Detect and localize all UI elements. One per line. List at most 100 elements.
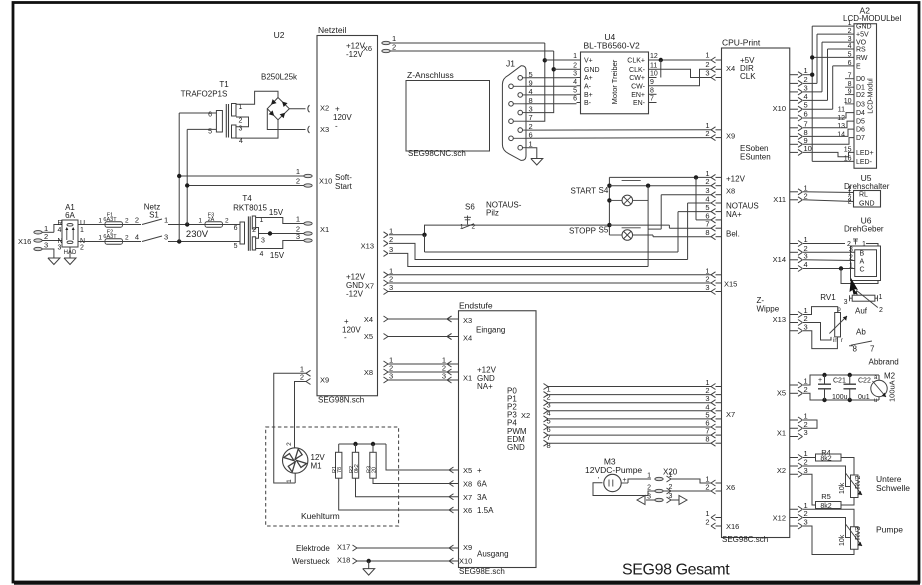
svg-text:D2: D2 (856, 92, 865, 99)
svg-text:4: 4 (705, 195, 709, 204)
svg-text:D1: D1 (856, 85, 865, 92)
svg-text:U2: U2 (274, 30, 285, 40)
svg-text:S5: S5 (599, 226, 609, 235)
svg-text:SEG98C.sch: SEG98C.sch (722, 535, 768, 544)
svg-text:8: 8 (804, 128, 808, 137)
svg-text:X4: X4 (364, 315, 373, 324)
svg-text:2: 2 (239, 118, 243, 125)
svg-text:2: 2 (44, 232, 48, 241)
svg-text:1: 1 (862, 241, 866, 248)
svg-text:4: 4 (135, 233, 139, 242)
svg-text:V+: V+ (584, 58, 593, 65)
svg-text:1: 1 (804, 66, 808, 75)
svg-text:3: 3 (804, 251, 808, 260)
svg-text:2: 2 (879, 307, 883, 314)
svg-text:X8: X8 (463, 480, 472, 489)
svg-text:1: 1 (804, 306, 808, 315)
svg-text:RV2: RV2 (855, 475, 862, 489)
svg-text:Soft-: Soft- (335, 173, 352, 182)
svg-text:VO: VO (856, 40, 867, 47)
svg-text:8k2: 8k2 (820, 503, 831, 510)
svg-text:5: 5 (547, 417, 551, 426)
svg-text:15V: 15V (269, 208, 284, 217)
svg-text:-: - (335, 122, 338, 131)
svg-text:-12V: -12V (346, 290, 364, 299)
svg-text:15V: 15V (270, 251, 285, 260)
svg-text:R3: R3 (367, 466, 373, 473)
svg-text:X15: X15 (724, 280, 737, 289)
svg-text:+5V: +5V (856, 32, 869, 39)
svg-text:6A3T: 6A3T (103, 217, 117, 223)
svg-text:X13: X13 (773, 315, 786, 324)
svg-text:': ' (598, 477, 599, 484)
svg-text:SEG98E.sch: SEG98E.sch (459, 567, 505, 576)
svg-text:P2: P2 (507, 403, 517, 412)
svg-text:X13: X13 (361, 242, 374, 251)
svg-text:3: 3 (848, 36, 852, 43)
svg-text:3: 3 (705, 283, 709, 292)
svg-text:2: 2 (472, 224, 476, 231)
svg-text:-: - (344, 333, 347, 342)
svg-text:S6: S6 (465, 203, 475, 212)
svg-text:5: 5 (705, 410, 709, 419)
svg-text:3: 3 (442, 372, 446, 381)
svg-text:2: 2 (529, 122, 533, 131)
svg-text:C22: C22 (858, 378, 871, 385)
svg-text:X10: X10 (319, 177, 332, 186)
svg-text:CW-: CW- (631, 83, 646, 90)
svg-text:M1: M1 (311, 462, 323, 471)
svg-text:6A: 6A (65, 211, 75, 220)
svg-text:S1: S1 (149, 211, 159, 220)
svg-text:DrehGeber: DrehGeber (844, 225, 884, 234)
svg-text:u: u (874, 398, 877, 404)
svg-text:X4: X4 (726, 64, 735, 73)
svg-text:11: 11 (650, 62, 657, 69)
svg-text:6: 6 (234, 225, 238, 232)
svg-text:3: 3 (389, 283, 393, 292)
svg-text:CLK+: CLK+ (627, 58, 645, 65)
svg-text:10: 10 (650, 71, 658, 78)
svg-text:r: r (841, 338, 843, 344)
svg-text:X16: X16 (18, 237, 31, 246)
svg-text:2: 2 (125, 235, 129, 242)
svg-text:5: 5 (234, 243, 238, 250)
svg-text:2: 2 (135, 216, 139, 225)
svg-text:X2: X2 (777, 466, 786, 475)
svg-text:6: 6 (705, 211, 709, 220)
svg-text:Z-Anschluss: Z-Anschluss (407, 70, 454, 80)
svg-text:3: 3 (804, 83, 808, 92)
svg-text:13: 13 (837, 123, 845, 130)
svg-text:1: 1 (705, 378, 709, 387)
svg-text:RV1: RV1 (820, 293, 836, 302)
svg-text:9: 9 (848, 89, 852, 96)
svg-text:D4: D4 (856, 110, 865, 117)
svg-text:3: 3 (547, 401, 551, 410)
svg-text:EN-: EN- (633, 100, 646, 107)
svg-text:2: 2 (442, 364, 446, 373)
svg-text:X10: X10 (773, 104, 786, 113)
svg-text:5: 5 (804, 101, 808, 110)
svg-text:GND: GND (507, 443, 525, 452)
svg-text:6: 6 (848, 60, 852, 67)
svg-text:B250L25k: B250L25k (261, 73, 298, 82)
svg-text:X7: X7 (463, 493, 472, 502)
svg-text:15: 15 (844, 146, 852, 153)
svg-text:Pumpe: Pumpe (876, 525, 903, 535)
svg-text:7: 7 (870, 345, 875, 354)
svg-text:START: START (571, 187, 597, 196)
svg-text:1: 1 (300, 365, 304, 374)
svg-text:1: 1 (705, 509, 709, 518)
svg-text:P0: P0 (507, 387, 517, 396)
svg-text:X7: X7 (726, 410, 735, 419)
svg-text:4: 4 (260, 251, 264, 258)
svg-text:X10: X10 (459, 557, 472, 566)
svg-text:10k: 10k (839, 482, 846, 494)
svg-text:3: 3 (389, 372, 393, 381)
svg-text:6A: 6A (477, 480, 487, 489)
svg-text:A1: A1 (65, 203, 75, 212)
svg-text:2: 2 (705, 129, 709, 138)
svg-text:2: 2 (125, 218, 129, 225)
svg-text:3: 3 (849, 247, 853, 254)
svg-text:X12: X12 (773, 514, 786, 523)
svg-text:p: p (837, 307, 841, 313)
